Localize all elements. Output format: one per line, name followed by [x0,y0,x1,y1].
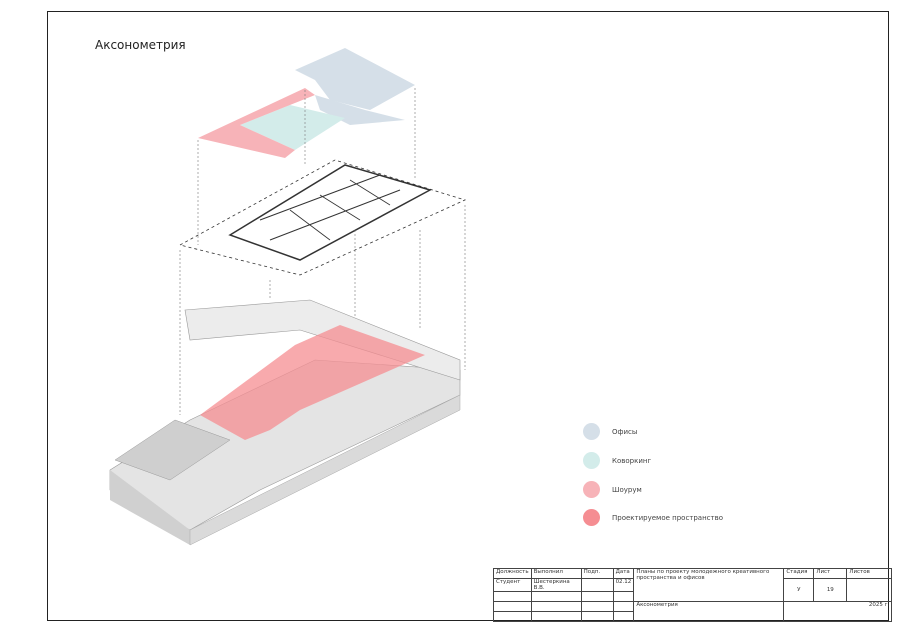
sheet-frame [47,11,889,621]
legend-label: Коворкинг [612,456,652,465]
offices-swatch [583,423,600,440]
legend-label: Офисы [612,427,638,436]
legend-item-offices: Офисы [583,423,637,440]
stage-value: У [783,578,815,602]
sheet-value: 19 [813,578,848,602]
sheets-value [846,578,893,602]
stage-label: Стадия [783,568,815,579]
year-value: 2025 г. [783,601,893,622]
floor-plan-layer [178,159,467,276]
sheet-label: Лист [813,568,848,579]
header-date: Дата [612,568,635,579]
projected-swatch [583,509,600,526]
legend-label: Проектируемое пространство [612,513,724,522]
title-block: Должность Выполнил Подп. Дата Планы по п… [493,568,893,622]
sheets-label: Листов [846,568,893,579]
showroom-swatch [583,481,600,498]
legend-label: Шоурум [612,485,642,494]
coworking-swatch [583,452,600,469]
projection-lines [179,88,466,415]
header-signature: Подп. [580,568,614,579]
signature-value [580,578,614,592]
sheet-name: Аксонометрия [633,601,785,622]
header-role: Должность [493,568,532,579]
sheet-title: Аксонометрия [95,38,186,52]
showroom-plate [198,88,315,158]
offices-plate [295,48,415,110]
coworking-plate [240,105,345,150]
legend-item-coworking: Коворкинг [583,452,651,469]
role-value: Студент [493,578,532,592]
header-author: Выполнил [530,568,582,579]
legend-item-projected: Проектируемое пространство [583,509,723,526]
projected-space [200,325,425,440]
project-title: Планы по проекту молодежного креативного… [633,568,785,602]
date-value: 02.12 [612,578,635,592]
building-model [109,299,461,546]
legend-item-showroom: Шоурум [583,481,642,498]
author-value: Шестеркина В.В. [530,578,582,592]
